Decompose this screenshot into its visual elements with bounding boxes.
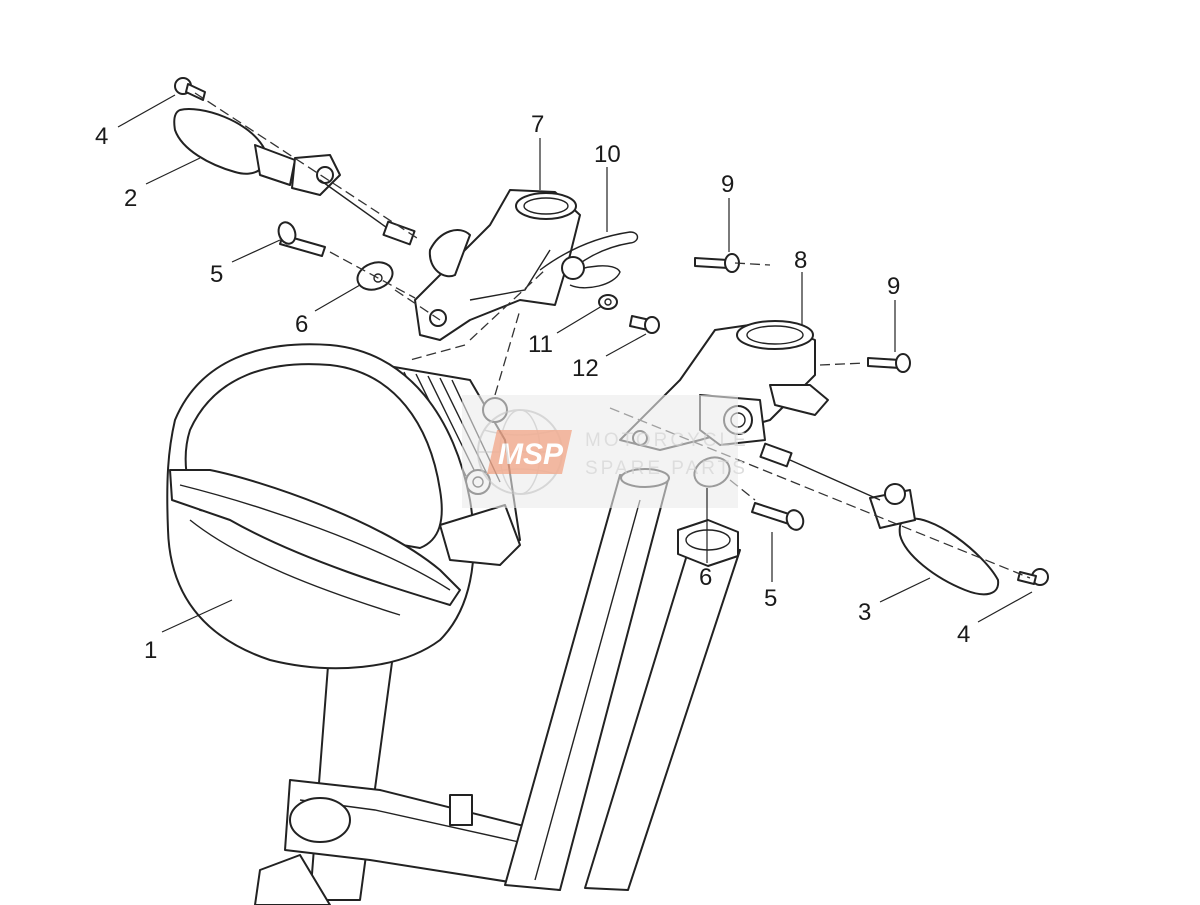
bolt-9-lower bbox=[867, 353, 911, 373]
bolt-5-right bbox=[751, 502, 805, 531]
callout-6-left: 6 bbox=[295, 311, 308, 338]
msp-watermark: MSP MOTORCYCLE SPARE PARTS bbox=[462, 395, 749, 508]
front-fork-assembly bbox=[254, 468, 741, 905]
watermark-line2: SPARE PARTS bbox=[585, 458, 748, 479]
callout-1: 1 bbox=[144, 637, 157, 664]
watermark-line1: MOTORCYCLE bbox=[585, 430, 749, 451]
callout-12: 12 bbox=[572, 355, 599, 382]
callout-9-upper: 9 bbox=[721, 171, 734, 198]
callout-7: 7 bbox=[531, 111, 544, 138]
watermark-badge-text: MSP bbox=[498, 438, 564, 471]
callout-5-left: 5 bbox=[210, 261, 223, 288]
screw-12 bbox=[629, 315, 660, 334]
callout-3: 3 bbox=[858, 599, 871, 626]
right-turn-indicator bbox=[759, 442, 1049, 596]
callout-9-lower: 9 bbox=[887, 273, 900, 300]
callout-2: 2 bbox=[124, 185, 137, 212]
callout-leaders bbox=[117, 94, 1033, 633]
spring-clip bbox=[539, 231, 639, 289]
left-headlight-bracket bbox=[414, 189, 581, 341]
bolt-5-left bbox=[277, 221, 326, 257]
callout-labels: 1 2 3 4 4 5 5 6 6 7 8 9 9 10 11 12 bbox=[95, 111, 970, 664]
callout-8: 8 bbox=[794, 247, 807, 274]
bolt-9-upper bbox=[694, 253, 740, 273]
washer-11 bbox=[598, 294, 618, 310]
callout-11: 11 bbox=[528, 331, 553, 358]
callout-4-right: 4 bbox=[957, 621, 970, 648]
left-turn-indicator bbox=[173, 77, 416, 246]
callout-10: 10 bbox=[594, 141, 621, 168]
watermark-badge bbox=[487, 430, 572, 474]
callout-6-right: 6 bbox=[699, 564, 712, 591]
callout-5-right: 5 bbox=[764, 585, 777, 612]
callout-4-left: 4 bbox=[95, 123, 108, 150]
